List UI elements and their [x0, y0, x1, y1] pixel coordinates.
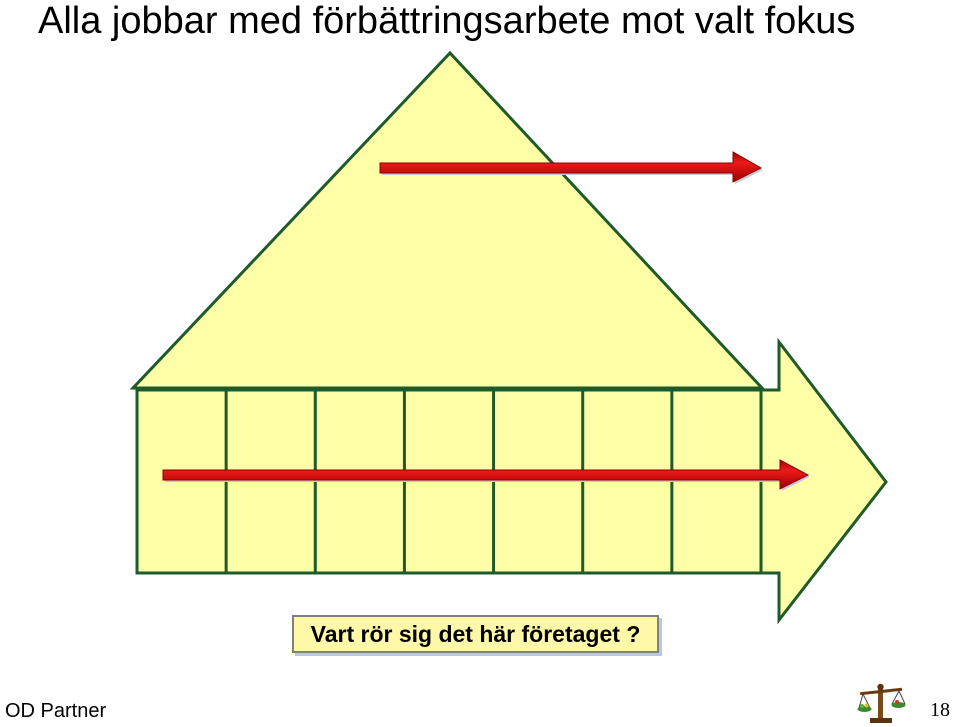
bottom-direction-arrow [162, 459, 810, 491]
footer-company-name: OD Partner [5, 700, 107, 722]
slide-title: Alla jobbar med förbättringsarbete mot v… [38, 0, 856, 42]
top-direction-arrow [379, 151, 763, 184]
scales-logo-icon [857, 683, 906, 723]
triangle-shape [129, 50, 766, 390]
question-box: Vart rör sig det här företaget ? [292, 615, 659, 653]
page-number: 18 [930, 699, 950, 721]
